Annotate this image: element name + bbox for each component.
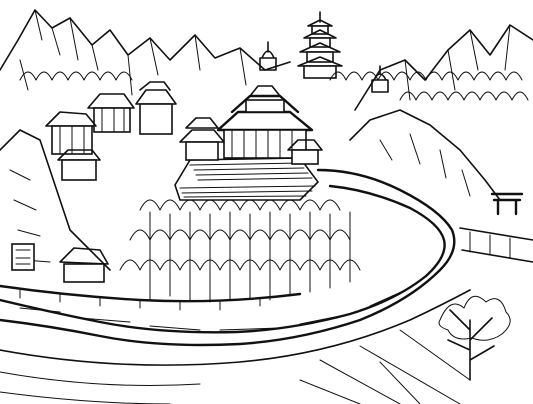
right-cliff	[349, 109, 501, 201]
winding-river	[0, 168, 456, 347]
main-temple-hall	[216, 85, 314, 159]
mountain-range	[0, 9, 533, 111]
boundary-wall	[0, 284, 302, 311]
hillside-buildings-left	[45, 81, 177, 181]
stupa-left	[259, 41, 277, 71]
tree-bottom-right	[438, 295, 511, 381]
pagoda-tower	[297, 11, 343, 79]
left-cliff	[0, 129, 111, 283]
side-pavilion-left	[179, 117, 225, 161]
tree-grove-upper	[19, 71, 529, 101]
stone-path	[459, 227, 533, 263]
tree-grove-center	[119, 199, 361, 303]
torii-gate	[490, 192, 524, 216]
lower-fields	[0, 289, 471, 404]
stupa-right	[371, 65, 389, 93]
side-pavilion-right	[287, 139, 323, 165]
